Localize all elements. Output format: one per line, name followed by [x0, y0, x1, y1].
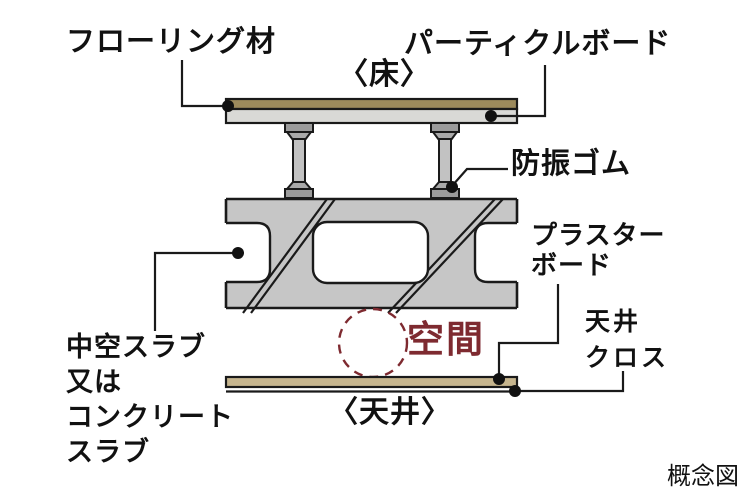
leader-line-vibration-rubber [451, 167, 508, 187]
label-ceiling-cloth-line2: クロス [585, 345, 670, 373]
floor-assembly [224, 97, 519, 125]
label-ceiling-cloth-line1: 天井 [585, 309, 642, 336]
flooring-layer [224, 97, 519, 111]
label-vibration-rubber: 防振ゴム [511, 148, 632, 180]
label-space: 空間 [407, 320, 485, 361]
leader-dots [222, 100, 521, 397]
leader-line-flooring [180, 60, 223, 108]
slab [224, 197, 519, 314]
label-plasterboard-line1: プラスター [531, 221, 666, 250]
slab-rebar-diagonal [242, 198, 328, 314]
particle-board-layer [224, 107, 519, 125]
slab-void-center [311, 220, 430, 285]
post-cap [430, 122, 460, 133]
label-slab-line1: 中空スラブ [66, 332, 206, 362]
leader-line-ceiling-cloth [520, 371, 625, 393]
label-particle-board: パーティクルボード [404, 28, 672, 60]
label-ceiling-cloth: 天井 クロス [585, 305, 669, 378]
leader-lines [153, 60, 625, 393]
label-floor-section: 〈床〉 [338, 58, 431, 91]
label-slab: 中空スラブ 又は コンクリート スラブ [66, 330, 234, 470]
label-plasterboard: プラスター ボード [531, 221, 665, 281]
label-flooring: フローリング材 [66, 26, 277, 58]
slab-rebar-diagonal [387, 198, 496, 314]
leader-dot-slab [232, 247, 244, 259]
post-shaft [292, 138, 306, 184]
post-shaft [438, 138, 452, 184]
post-cap [284, 122, 314, 133]
plasterboard-layer [224, 375, 519, 389]
slab-void-left [226, 221, 272, 284]
leader-dot-plasterboard [493, 373, 505, 385]
slab-void-right [473, 221, 517, 284]
vibration-rubber-pad [284, 188, 314, 199]
leader-dot-particle-board [485, 110, 497, 122]
label-ceiling-section: 〈天井〉 [328, 396, 452, 429]
leader-line-particle-board [496, 65, 547, 118]
label-slab-line3: コンクリート [66, 402, 234, 433]
support-post-left [284, 122, 314, 199]
label-slab-line4: スラブ [66, 437, 150, 468]
leader-dot-vibration-rubber [446, 181, 458, 193]
ceiling-assembly [224, 375, 519, 393]
slab-rebar-diagonal [395, 198, 504, 314]
leader-dot-flooring [222, 100, 234, 112]
leader-line-plasterboard [497, 284, 560, 374]
leader-dot-ceiling-cloth [509, 385, 521, 397]
diagram-caption: 概念図 [667, 463, 739, 490]
slab-outline [224, 197, 519, 310]
slab-rebar-diagonal [250, 198, 336, 314]
label-slab-line2: 又は [66, 367, 122, 398]
post-lower-collar [284, 181, 314, 190]
space-dashed-circle [337, 307, 409, 379]
leader-line-slab [153, 251, 233, 331]
label-plasterboard-line2: ボード [531, 251, 613, 281]
